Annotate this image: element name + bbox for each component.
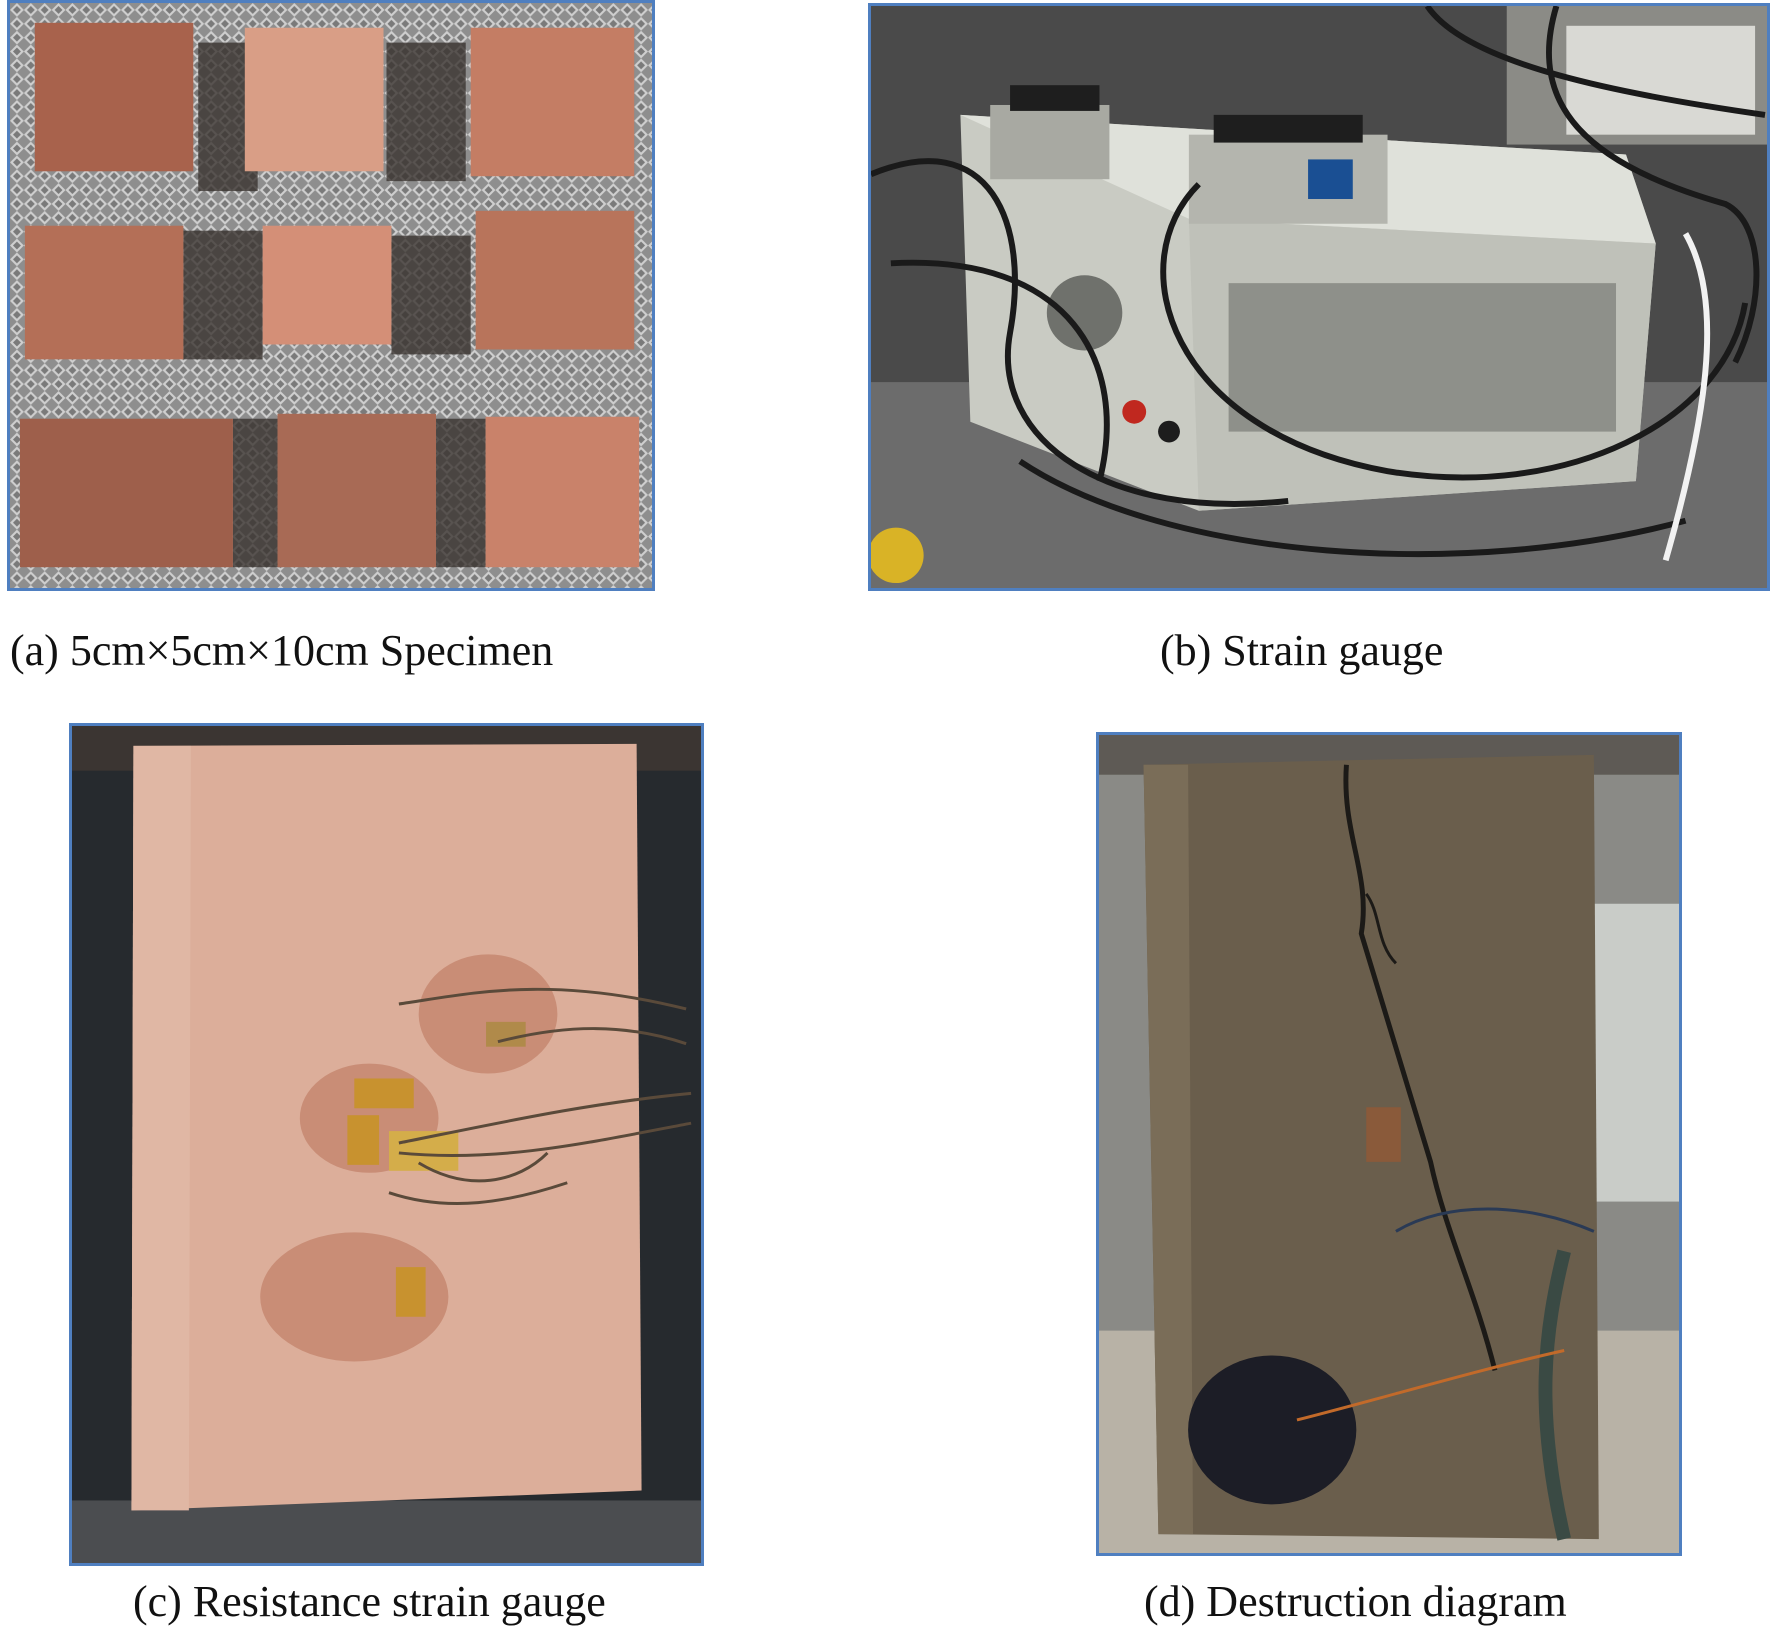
instrument-box: [960, 114, 1656, 511]
panel-a-photo: [7, 0, 655, 591]
caption-panel-a: (a) 5cm×5cm×10cm Specimen: [10, 626, 554, 675]
cables: [871, 6, 1766, 558]
panel-d-photo: [1096, 732, 1682, 1556]
resistance-strain-gauges: [260, 954, 558, 1362]
caption-panel-d: (d) Destruction diagram: [1144, 1577, 1567, 1626]
panel-b-photo: [868, 3, 1770, 591]
panel-c-photo: [69, 723, 704, 1566]
crack: [1343, 764, 1498, 1371]
caption-panel-b: (b) Strain gauge: [1160, 626, 1444, 675]
terminal-blocks: [990, 85, 1388, 224]
lead-wires: [388, 987, 692, 1205]
brick-specimens: [19, 22, 640, 568]
burnt-patch: [1188, 1355, 1357, 1505]
caption-panel-c: (c) Resistance strain gauge: [133, 1577, 606, 1626]
